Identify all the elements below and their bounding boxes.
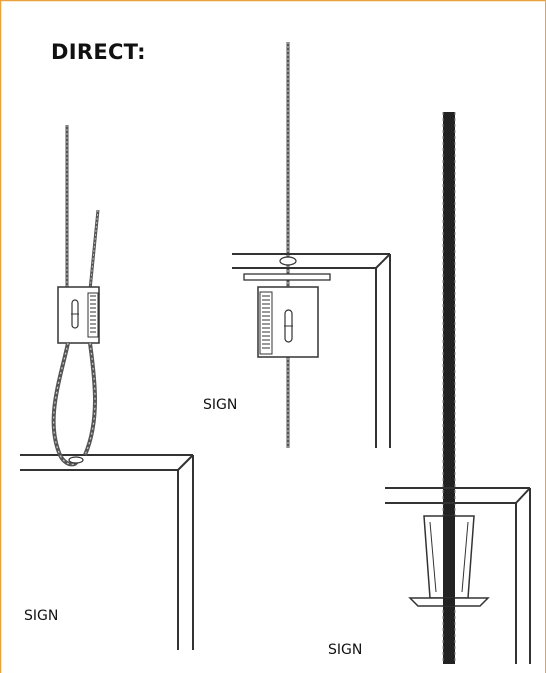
middle-washer-plate xyxy=(243,273,331,281)
sign-label-right: SIGN xyxy=(328,642,363,658)
middle-through-gripper-illustration xyxy=(232,42,391,448)
sign-label-left: SIGN xyxy=(24,608,59,624)
middle-sign-panel xyxy=(232,253,391,448)
left-tail-cable xyxy=(88,209,100,291)
middle-gripper-body xyxy=(257,286,319,358)
left-gripper-body xyxy=(57,286,100,344)
right-sleeve xyxy=(408,515,490,607)
sign-label-middle: SIGN xyxy=(203,397,238,413)
left-sign-panel xyxy=(20,454,194,650)
left-loop-gripper-illustration xyxy=(20,125,194,650)
right-sign-panel xyxy=(385,487,531,664)
left-cable-loop xyxy=(51,342,97,467)
page-heading: DIRECT: xyxy=(51,40,146,64)
right-rod-sleeve-illustration xyxy=(385,112,531,664)
